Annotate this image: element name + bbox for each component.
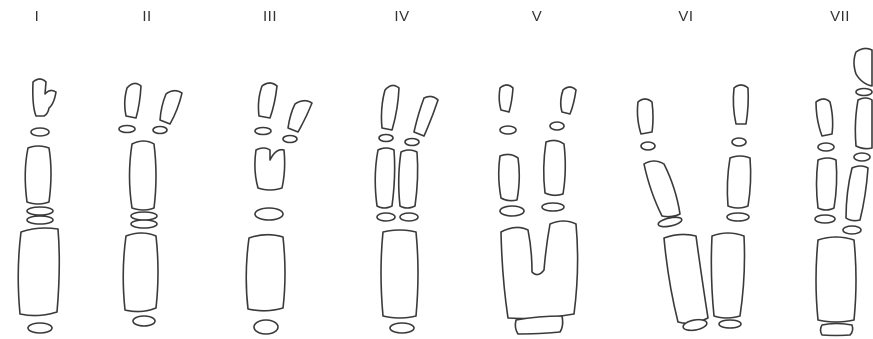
stage-1-long-bone <box>18 228 59 316</box>
stage-3-small-bone <box>283 136 297 143</box>
stage-3-phalanx-left <box>258 83 277 118</box>
stage-2-bones <box>119 83 182 326</box>
stage-6-small-bone <box>641 142 655 150</box>
stage-2-small-bone <box>119 126 135 133</box>
stage-4-long-bone <box>381 230 418 318</box>
stage-2-small-bone <box>131 212 157 220</box>
stage-1-small-bone <box>27 216 53 224</box>
stage-3-small-bone <box>255 128 271 135</box>
stage-4-split-phalanx-left <box>375 148 394 208</box>
stage-7-base-bone <box>821 324 853 336</box>
stage-4-bones <box>375 85 438 333</box>
stage-5-fused-metacarpal <box>501 221 578 319</box>
stage-7-small-bone <box>843 226 861 234</box>
stage-2-small-bone <box>153 127 167 134</box>
stage-1-middle-phalanx <box>25 146 51 204</box>
stage-6-middle-right <box>727 156 750 208</box>
stage-3-small-bone <box>254 320 278 334</box>
stage-2-phalanx-right <box>160 91 182 124</box>
stage-3-phalanx-right <box>288 101 312 132</box>
stage-1-small-bone <box>27 207 53 215</box>
stage-4-small-bone <box>379 135 393 142</box>
stage-2-small-bone <box>131 220 157 228</box>
stage-6-metacarpal-left <box>664 234 708 323</box>
stage-4-small-bone <box>400 213 418 221</box>
stage-4-phalanx-left <box>381 85 399 130</box>
stage-5-small-bone <box>550 122 564 130</box>
stage-6-phalanx-right <box>733 85 748 124</box>
stage-5-middle-right <box>544 140 566 195</box>
stage-4-small-bone <box>390 323 414 333</box>
stage-4-phalanx-right <box>414 96 438 136</box>
stage-2-small-bone <box>133 316 155 326</box>
stage-1-forked-phalanx <box>33 79 56 116</box>
stage-7-phalanx-left <box>816 99 833 136</box>
stage-4-small-bone <box>377 213 395 221</box>
stage-5-small-bone <box>542 203 564 211</box>
stage-7-small-bone <box>815 215 835 223</box>
stage-7-middle-right <box>846 166 868 221</box>
stage-7-bones <box>815 48 872 335</box>
stage-7-phalanx-right <box>855 98 872 149</box>
stage-3-long-bone <box>246 235 285 311</box>
stage-5-small-bone <box>500 206 524 216</box>
stage-7-middle-left <box>817 158 837 210</box>
stage-5-phalanx-right <box>561 87 576 114</box>
stage-2-middle-phalanx <box>130 141 157 210</box>
stage-7-long-bone <box>816 237 856 322</box>
stage-6-phalanx-left <box>637 99 653 134</box>
stage-6-metacarpal-right <box>711 233 744 318</box>
stage-3-forked-phalanx <box>255 148 285 190</box>
stage-1-bones <box>18 79 59 333</box>
stage-5-base-bone <box>515 316 562 334</box>
stage-6-small-bone <box>727 213 749 221</box>
stage-2-long-bone <box>123 233 158 312</box>
stage-5-middle-left <box>499 154 520 200</box>
stage-3-small-bone <box>255 208 283 220</box>
stage-6-small-bone <box>657 216 682 229</box>
stage-7-distal-tip <box>854 48 872 86</box>
stage-3-bones <box>246 83 312 334</box>
stage-2-phalanx-left <box>125 83 141 118</box>
stage-1-small-bone <box>28 323 52 333</box>
stage-5-small-bone <box>500 126 516 134</box>
stage-6-bones <box>637 85 750 332</box>
stage-5-bones <box>499 85 578 334</box>
stage-6-small-bone <box>719 320 741 328</box>
stage-7-small-bone <box>854 153 870 161</box>
stage-7-small-bone <box>818 143 834 151</box>
stage-7-small-bone <box>856 89 872 96</box>
stage-6-middle-left <box>644 161 680 217</box>
stage-6-small-bone <box>732 138 746 146</box>
stage-5-phalanx-left <box>499 85 513 112</box>
stage-4-small-bone <box>405 139 419 146</box>
stage-1-small-bone <box>31 128 49 136</box>
stage-4-split-phalanx-right <box>399 150 418 208</box>
